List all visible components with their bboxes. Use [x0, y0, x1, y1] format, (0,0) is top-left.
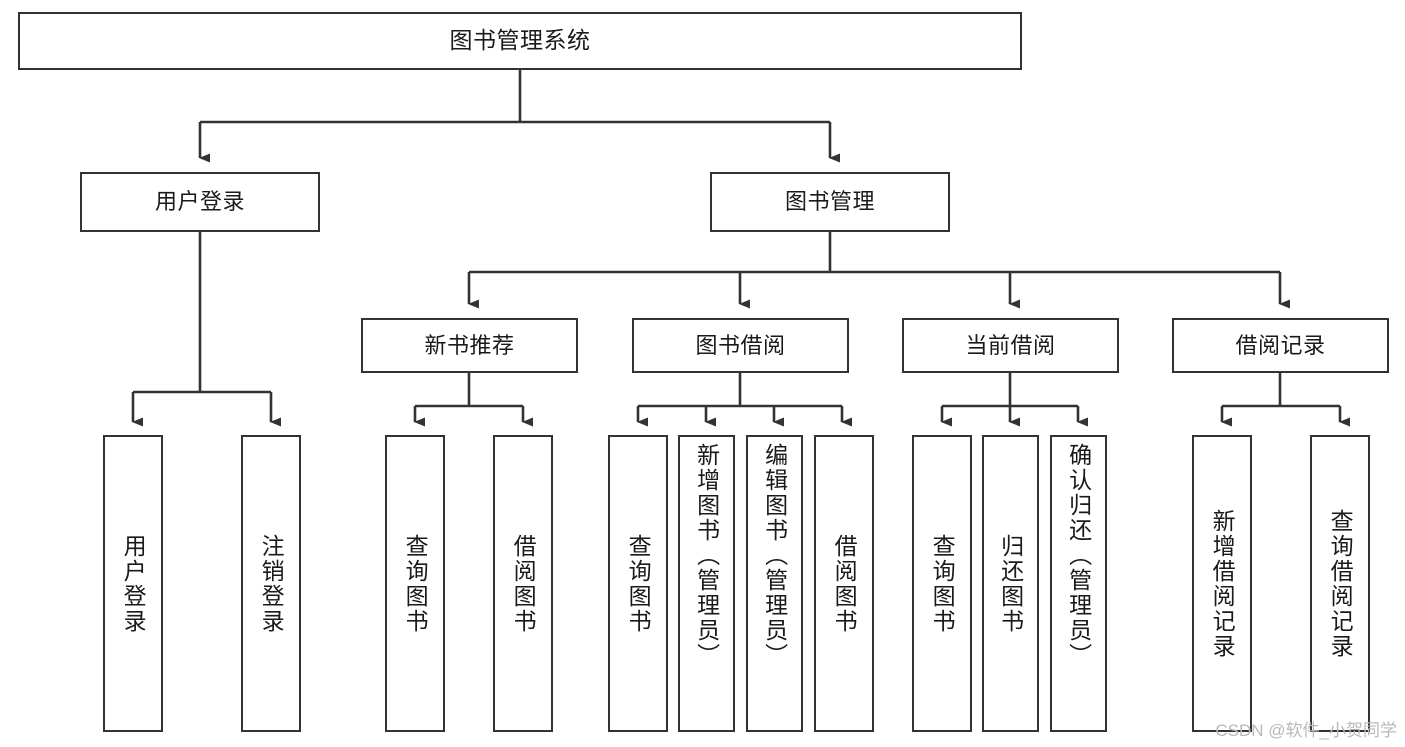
node-current-borrow-label: 当前借阅 — [965, 332, 1056, 358]
node-user-login-label: 用户登录 — [154, 189, 245, 215]
node-book-management-label: 图书管理 — [784, 189, 875, 215]
node-user-login[interactable]: 用户登录 — [80, 172, 320, 232]
node-leaf-confirm-return-label: 确认归还（管理员） — [1065, 443, 1092, 668]
node-leaf-edit-book-label: 编辑图书（管理员） — [761, 443, 788, 668]
node-leaf-query-book-2-label: 查询图书 — [625, 533, 652, 634]
node-leaf-query-book-3-label: 查询图书 — [929, 533, 956, 634]
node-leaf-add-book[interactable]: 新增图书（管理员） — [678, 435, 735, 732]
node-leaf-borrow-book-2-label: 借阅图书 — [831, 533, 858, 634]
node-new-book-recommend-label: 新书推荐 — [424, 332, 515, 358]
node-leaf-borrow-book-2[interactable]: 借阅图书 — [814, 435, 874, 732]
csdn-watermark: CSDN @软件_小贺同学 — [1215, 721, 1397, 740]
node-leaf-confirm-return[interactable]: 确认归还（管理员） — [1050, 435, 1107, 732]
node-leaf-logout-login[interactable]: 注销登录 — [241, 435, 301, 732]
node-leaf-add-record-label: 新增借阅记录 — [1209, 508, 1236, 659]
node-borrow-record-label: 借阅记录 — [1235, 332, 1326, 358]
node-borrow-record[interactable]: 借阅记录 — [1172, 318, 1389, 373]
node-leaf-query-record[interactable]: 查询借阅记录 — [1310, 435, 1370, 732]
node-book-borrow[interactable]: 图书借阅 — [632, 318, 849, 373]
node-leaf-user-login[interactable]: 用户登录 — [103, 435, 163, 732]
node-book-borrow-label: 图书借阅 — [695, 332, 786, 358]
node-leaf-query-book-3[interactable]: 查询图书 — [912, 435, 972, 732]
node-leaf-logout-login-label: 注销登录 — [258, 533, 285, 634]
node-leaf-return-book[interactable]: 归还图书 — [982, 435, 1039, 732]
node-leaf-query-book-1-label: 查询图书 — [402, 533, 429, 634]
node-leaf-borrow-book-1-label: 借阅图书 — [510, 533, 537, 634]
node-leaf-edit-book[interactable]: 编辑图书（管理员） — [746, 435, 803, 732]
node-leaf-query-record-label: 查询借阅记录 — [1327, 508, 1354, 659]
node-root-system-label: 图书管理系统 — [449, 27, 591, 54]
node-leaf-borrow-book-1[interactable]: 借阅图书 — [493, 435, 553, 732]
node-leaf-user-login-label: 用户登录 — [120, 533, 147, 634]
node-root-system[interactable]: 图书管理系统 — [18, 12, 1022, 70]
node-leaf-return-book-label: 归还图书 — [997, 533, 1024, 634]
node-leaf-query-book-1[interactable]: 查询图书 — [385, 435, 445, 732]
node-current-borrow[interactable]: 当前借阅 — [902, 318, 1119, 373]
node-book-management[interactable]: 图书管理 — [710, 172, 950, 232]
node-leaf-add-book-label: 新增图书（管理员） — [693, 443, 720, 668]
node-leaf-query-book-2[interactable]: 查询图书 — [608, 435, 668, 732]
node-new-book-recommend[interactable]: 新书推荐 — [361, 318, 578, 373]
node-leaf-add-record[interactable]: 新增借阅记录 — [1192, 435, 1252, 732]
